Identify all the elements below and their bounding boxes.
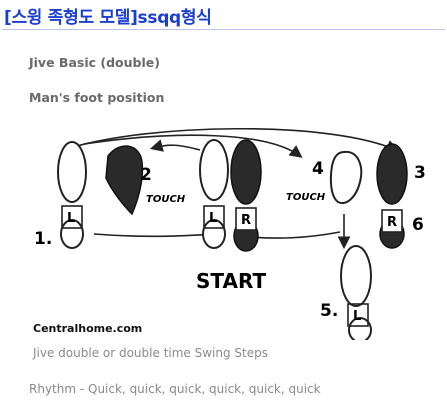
foot-letter-l: L — [67, 211, 75, 226]
foot-step-2-right — [105, 145, 144, 216]
foot-step-1-left: L — [57, 141, 87, 249]
step-label-6: 6 — [412, 215, 424, 235]
foot-start-left: L — [199, 139, 229, 249]
foot-letter-start-l: L — [209, 211, 217, 226]
step-label-1: 1. — [34, 229, 52, 249]
foot-diagram-svg: L L R R — [34, 127, 426, 343]
section-subheading: Man's foot position — [29, 90, 165, 105]
start-label: START — [196, 269, 266, 293]
touch-label-right: TOUCH — [286, 192, 326, 203]
section-heading: Jive Basic (double) — [29, 55, 160, 70]
diagram-caption: Jive double or double time Swing Steps — [33, 346, 268, 360]
foot-step-4-left — [329, 150, 363, 204]
foot-letter-step3-r: R — [387, 215, 397, 230]
touch-label-left: TOUCH — [146, 194, 186, 205]
rhythm-text: Rhythm - Quick, quick, quick, quick, qui… — [29, 382, 321, 396]
foot-start-right: R — [230, 139, 262, 252]
foot-letter-step5-l: L — [353, 309, 361, 324]
image-credit: Centralhome.com — [33, 322, 143, 335]
foot-step-5-left: L — [340, 245, 372, 343]
foot-position-diagram: L L R R — [28, 122, 438, 343]
foot-letter-start-r: R — [241, 213, 251, 228]
movement-arrows — [69, 127, 399, 250]
step-label-5: 5. — [320, 301, 338, 321]
title-divider — [2, 29, 445, 30]
foot-step-3-right: R — [376, 143, 408, 249]
step-label-4: 4 — [312, 159, 324, 179]
step-label-3: 3 — [414, 163, 426, 183]
step-label-2: 2 — [140, 165, 152, 185]
page-title: [스윙 족형도 모델]ssqq형식 — [4, 8, 212, 28]
